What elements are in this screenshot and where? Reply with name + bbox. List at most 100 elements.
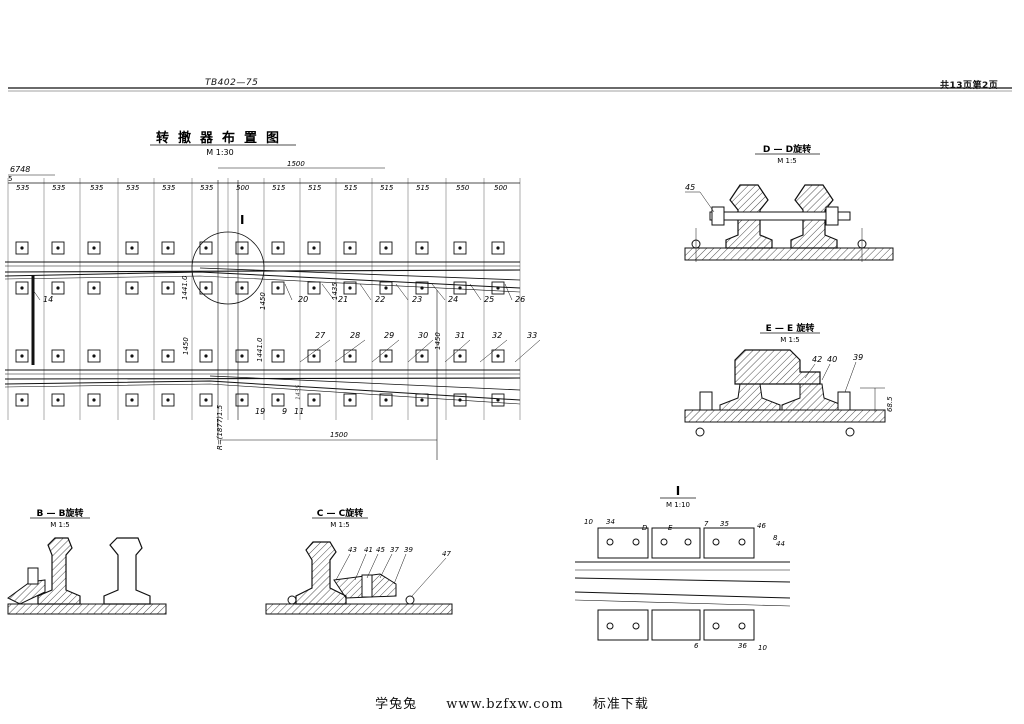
part-25: 25 (484, 295, 494, 304)
spike-hole (92, 398, 96, 402)
detail-part-46: 46 (757, 522, 766, 530)
part-32: 32 (492, 331, 502, 340)
footer: 学兔兔 www.bzfxw.com 标准下载 (0, 693, 1024, 712)
detail-i-callout (191, 231, 265, 305)
dim-spacing-13: 500 (494, 184, 508, 192)
spike-hole (92, 246, 96, 250)
spike-hole (130, 398, 134, 402)
cc-part-45: 45 (376, 546, 385, 554)
ee-part-39: 39 (853, 353, 863, 362)
dim-bottom-run: 1500 (330, 431, 348, 439)
detail-part-36: 36 (738, 642, 747, 650)
dim-vertical-1: 1441.0 (181, 275, 189, 300)
spike-hole (384, 246, 388, 250)
detail-mark-e: E (668, 524, 673, 532)
spike-hole (420, 246, 424, 250)
part-14: 14 (43, 295, 53, 304)
cc-part-41: 41 (364, 546, 373, 554)
dim-spacing-4: 535 (162, 184, 176, 192)
part-labels-bottom: 27 28 29 30 31 32 33 19 9 11 (255, 331, 537, 416)
dim-spacing-2: 535 (90, 184, 104, 192)
spike-hole (20, 286, 24, 290)
spike-hole (56, 286, 60, 290)
detail-part-10a: 10 (584, 518, 593, 526)
spike-hole (276, 246, 280, 250)
cc-part-43: 43 (348, 546, 357, 554)
bb-title: B — B旋转 (37, 507, 84, 519)
detail-part-7: 7 (704, 520, 709, 528)
spike-hole (92, 286, 96, 290)
detail-part-35: 35 (720, 520, 729, 528)
part-28: 28 (350, 331, 360, 340)
main-scale: M 1:30 (206, 148, 233, 157)
spike-hole (348, 398, 352, 402)
spike-hole (348, 286, 352, 290)
spike-hole (240, 286, 244, 290)
ee-part-42: 42 (812, 355, 822, 364)
spike-hole (496, 354, 500, 358)
detail-title: I (676, 484, 680, 498)
dim-vertical-3: 1450 (259, 292, 267, 310)
spike-hole (276, 398, 280, 402)
tie-plates (15, 241, 505, 407)
spike-hole (240, 398, 244, 402)
page-info: 共13页第2页 (940, 81, 999, 91)
spike-hole (384, 398, 388, 402)
section-c-c: C — C旋转 M 1:5 43 41 45 37 39 47 (265, 507, 453, 615)
spike-hole (166, 286, 170, 290)
footer-slogan: 标准下载 (592, 697, 649, 712)
dim-spacing-1: 535 (52, 184, 66, 192)
spike-hole (204, 246, 208, 250)
spike-hole (56, 246, 60, 250)
spike-hole (166, 354, 170, 358)
spike-hole (384, 286, 388, 290)
dim-spacing-11: 515 (416, 184, 430, 192)
dim-spacing-12: 550 (456, 184, 470, 192)
dim-spacing-9: 515 (344, 184, 358, 192)
part-27: 27 (315, 331, 326, 340)
part-9: 9 (282, 407, 287, 416)
detail-part-34: 34 (606, 518, 615, 526)
detail-scale: M 1:10 (666, 501, 690, 509)
spike-hole (312, 246, 316, 250)
spike-hole (496, 246, 500, 250)
spike-hole (312, 286, 316, 290)
spike-hole (312, 398, 316, 402)
part-leaders-top (32, 283, 513, 301)
dim-vertical-6: 1441.0 (256, 337, 264, 362)
part-21: 21 (338, 295, 348, 304)
spike-hole (204, 354, 208, 358)
dim-vertical-4: 1435 (331, 282, 339, 300)
spike-hole (130, 286, 134, 290)
footer-url[interactable]: www.bzfxw.com (446, 697, 564, 712)
spike-hole (20, 398, 24, 402)
section-e-e: E — E 旋转 M 1:5 68.5 42 40 39 (684, 322, 894, 437)
dim-left-start: 6748 (10, 165, 30, 174)
ee-part-40: 40 (827, 355, 837, 364)
part-11: 11 (294, 407, 304, 416)
spike-hole (130, 246, 134, 250)
part-29: 29 (384, 331, 394, 340)
part-22: 22 (375, 295, 385, 304)
detail-i-plan: I M 1:10 10 34 D E 7 35 (574, 484, 791, 652)
spike-hole (312, 354, 316, 358)
bb-scale: M 1:5 (50, 521, 70, 529)
dim-vertical-5: 1450 (434, 332, 442, 350)
dim-radius: R=(1877)1.5 (216, 404, 224, 450)
cc-part-39: 39 (404, 546, 413, 554)
dd-title: D — D旋转 (763, 143, 811, 155)
spike-hole (420, 354, 424, 358)
doc-number: TB402—75 (205, 78, 259, 88)
dim-spacing-5: 535 (200, 184, 214, 192)
dim-left-partial: 5 (8, 175, 12, 183)
part-23: 23 (412, 295, 422, 304)
part-26: 26 (515, 295, 525, 304)
detail-mark-d: D (642, 524, 648, 532)
ee-dim-68-5: 68.5 (886, 396, 894, 412)
spike-hole (420, 398, 424, 402)
part-30: 30 (418, 331, 428, 340)
dim-spacing-0: 535 (16, 184, 30, 192)
cc-part-37: 37 (390, 546, 399, 554)
